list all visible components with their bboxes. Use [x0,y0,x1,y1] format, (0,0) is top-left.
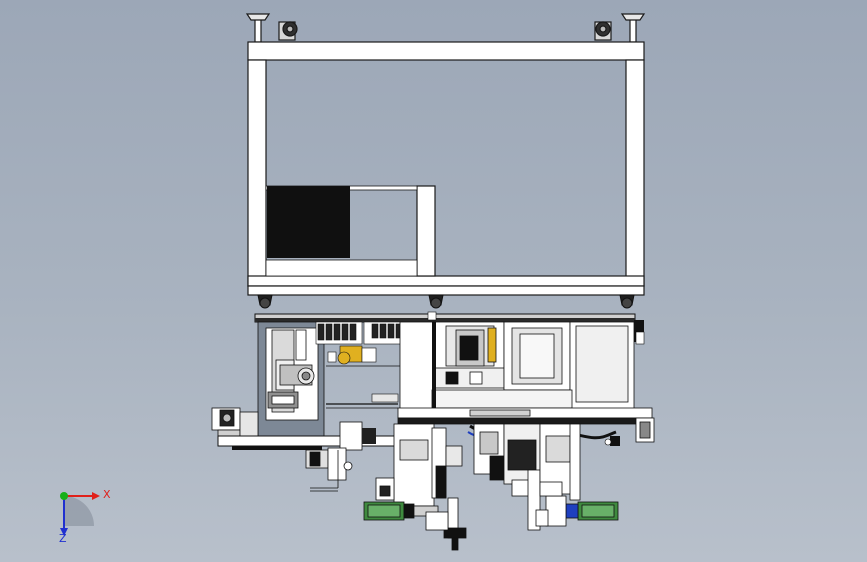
y-axis-dot [60,492,68,500]
transfer-rail [397,407,655,443]
center-module [399,321,635,411]
caster-left [278,21,298,41]
caster-right [594,21,612,41]
z-axis-label: Z [59,532,67,545]
electrical-panel [267,186,350,258]
x-axis-label: X [103,488,111,501]
left-lower-parts [305,447,353,492]
frame-feet [257,294,635,309]
yellow-valve [337,345,377,365]
left-module [257,321,325,437]
upper-frame [245,13,646,296]
motor-right [535,481,619,527]
motor-left [363,477,449,531]
lower-center-columns [393,423,581,551]
left-drive-block [211,407,259,441]
